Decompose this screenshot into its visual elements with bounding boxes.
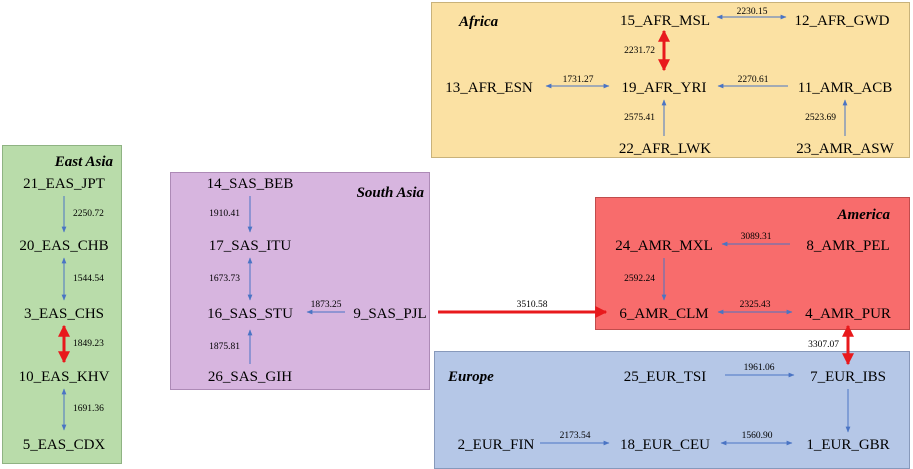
edge-weight-label: 2270.61 (738, 75, 769, 85)
edge-weight-label: 2231.72 (624, 46, 655, 56)
node-19-afr-yri: 19_AFR_YRI (621, 80, 706, 96)
edge-weight-label: 1731.27 (563, 75, 594, 85)
edge-weight-label: 1873.25 (311, 300, 342, 310)
node-6-amr-clm: 6_AMR_CLM (619, 306, 708, 322)
region-america-box (595, 197, 910, 330)
region-label-east-asia: East Asia (54, 154, 114, 170)
node-7-eur-ibs: 7_EUR_IBS (810, 369, 886, 385)
node-13-afr-esn: 13_AFR_ESN (445, 80, 533, 96)
edges-layer: 2230.15 2231.72 1731.27 2270.61 2575.41 2523.… (58, 7, 854, 446)
region-label-south-asia: South Asia (357, 185, 425, 201)
node-16-sas-stu: 16_SAS_STU (207, 306, 293, 322)
node-20-eas-chb: 20_EAS_CHB (19, 238, 108, 254)
edge-weight-label: 1875.81 (209, 342, 240, 352)
edge-weight-label: 3510.58 (517, 300, 548, 310)
region-label-africa: Africa (458, 14, 499, 30)
edge-weight-label: 3089.31 (741, 232, 772, 242)
node-21-eas-jpt: 21_EAS_JPT (23, 176, 105, 192)
edge-weight-label: 2523.69 (805, 113, 836, 123)
node-1-eur-gbr: 1_EUR_GBR (806, 437, 889, 453)
node-26-sas-gih: 26_SAS_GIH (208, 369, 292, 385)
node-11-amr-acb: 11_AMR_ACB (798, 80, 892, 96)
edge-weight-label: 1961.06 (744, 363, 775, 373)
node-17-sas-itu: 17_SAS_ITU (209, 238, 292, 254)
node-18-eur-ceu: 18_EUR_CEU (620, 437, 710, 453)
edge-weight-label: 1544.54 (73, 274, 104, 284)
edge-weight-label: 2250.72 (73, 209, 104, 219)
edge-weight-label: 1673.73 (209, 274, 240, 284)
node-2-eur-fin: 2_EUR_FIN (458, 437, 535, 453)
node-5-eas-cdx: 5_EAS_CDX (23, 437, 106, 453)
region-label-europe: Europe (447, 369, 494, 385)
node-3-eas-chs: 3_EAS_CHS (24, 306, 104, 322)
node-12-afr-gwd: 12_AFR_GWD (794, 13, 889, 29)
edge-weight-label: 2325.43 (740, 300, 771, 310)
node-22-afr-lwk: 22_AFR_LWK (619, 141, 711, 157)
region-europe-box (434, 351, 910, 469)
region-label-america: America (837, 207, 891, 223)
edge-weight-label: 1849.23 (73, 339, 104, 349)
edge-weight-label: 3307.07 (808, 340, 839, 350)
node-24-amr-mxl: 24_AMR_MXL (615, 238, 713, 254)
edge-weight-label: 1560.90 (742, 431, 773, 441)
node-4-amr-pur: 4_AMR_PUR (805, 306, 891, 322)
edge-weight-label: 2230.15 (737, 7, 768, 17)
edge-weight-label: 2173.54 (560, 431, 591, 441)
edge-weight-label: 2575.41 (624, 113, 655, 123)
region-africa-box (431, 2, 910, 158)
node-25-eur-tsi: 25_EUR_TSI (624, 369, 707, 385)
edge-weight-label: 1691.36 (73, 404, 104, 414)
node-8-amr-pel: 8_AMR_PEL (806, 238, 889, 254)
node-15-afr-msl: 15_AFR_MSL (620, 13, 710, 29)
node-10-eas-khv: 10_EAS_KHV (19, 369, 110, 385)
node-14-sas-beb: 14_SAS_BEB (207, 176, 294, 192)
node-23-amr-asw: 23_AMR_ASW (796, 141, 894, 157)
region-south-asia-box (170, 172, 430, 390)
edge-weight-label: 2592.24 (624, 274, 655, 284)
edge-weight-label: 1910.41 (209, 209, 240, 219)
node-9-sas-pjl: 9_SAS_PJL (353, 306, 426, 322)
